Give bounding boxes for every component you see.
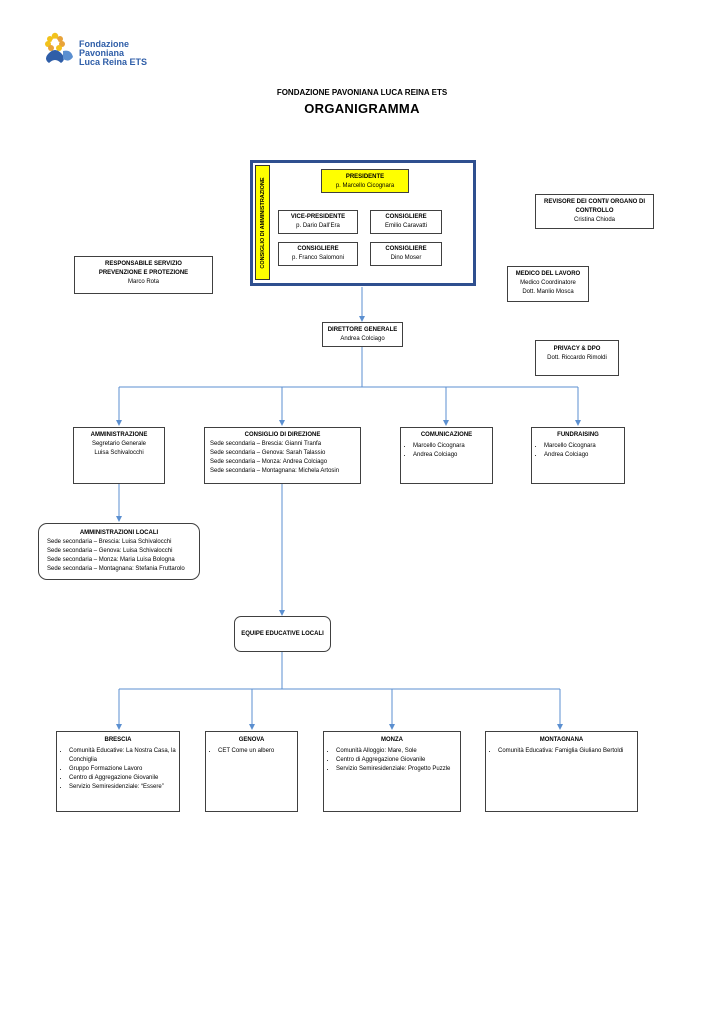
board-of-directors-frame: [250, 160, 476, 286]
amm-locali-box: AMMINISTRAZIONI LOCALI Sede secondaria –…: [38, 523, 200, 580]
comunicazione-title: COMUNICAZIONE: [420, 432, 473, 438]
amministrazione-line-1: Segretario Generale: [91, 441, 147, 447]
comunicazione-item: Marcello Cicognara: [413, 442, 492, 451]
revisore-name: Cristina Chioda: [573, 217, 616, 223]
amministrazione-line-2: Luisa Schivalocchi: [94, 450, 144, 456]
councillor-3-title: CONSIGLIERE: [385, 246, 427, 252]
fundraising-item: Andrea Colciago: [544, 451, 624, 460]
monza-item: Servizio Semiresidenziale: Progetto Puzz…: [336, 765, 460, 774]
vice-president-name: p. Dario Dall’Era: [296, 223, 340, 229]
consiglio-direzione-row: Sede secondaria – Monza: Andrea Colciago: [210, 459, 328, 465]
amm-locali-row: Sede secondaria – Monza: Maria Luisa Bol…: [47, 557, 175, 563]
privacy-box: PRIVACY & DPO Dott. Riccardo Rimoldi: [535, 340, 619, 376]
consiglio-direzione-box: CONSIGLIO DI DIREZIONE Sede secondaria –…: [204, 427, 361, 484]
monza-item: Comunità Alloggio: Mare, Sole: [336, 747, 460, 756]
councillor-2-title: CONSIGLIERE: [297, 246, 339, 252]
councillor-3-box: CONSIGLIERE Dino Moser: [370, 242, 442, 266]
medico-line-1: Medico Coordinatore: [520, 280, 576, 286]
genova-box: GENOVA CET Come un albero: [205, 731, 298, 812]
revisore-title-line-1: REVISORE DEI CONTI/ ORGANO DI: [543, 199, 645, 205]
montagnana-title: MONTAGNANA: [539, 737, 584, 743]
director-box: DIRETTORE GENERALE Andrea Colciago: [322, 322, 403, 347]
rspp-name: Marco Rota: [127, 279, 159, 285]
revisore-title-line-2: CONTROLLO: [575, 208, 614, 214]
consiglio-direzione-row: Sede secondaria – Genova: Sarah Talassio: [210, 450, 326, 456]
monza-item: Centro di Aggregazione Giovanile: [336, 756, 460, 765]
logo-flower-icon: [45, 32, 73, 63]
brescia-title: BRESCIA: [104, 737, 132, 743]
equipe-title: EQUIPE EDUCATIVE LOCALI: [241, 630, 324, 637]
amm-locali-title: AMMINISTRAZIONI LOCALI: [79, 530, 159, 536]
logo-line-3: Luca Reina ETS: [79, 57, 148, 67]
logo-line-2: Pavoniana: [79, 48, 125, 58]
comunicazione-item: Andrea Colciago: [413, 451, 492, 460]
revisore-box: REVISORE DEI CONTI/ ORGANO DI CONTROLLO …: [535, 194, 654, 229]
brescia-item: Gruppo Formazione Lavoro: [69, 765, 179, 774]
equipe-box: EQUIPE EDUCATIVE LOCALI: [234, 616, 331, 652]
comunicazione-box: COMUNICAZIONE Marcello Cicognara Andrea …: [400, 427, 493, 484]
president-name: p. Marcello Cicognara: [335, 183, 395, 189]
board-label: CONSIGLIO DI AMMINISTRAZIONE: [259, 176, 266, 269]
amm-locali-row: Sede secondaria – Brescia: Luisa Schival…: [47, 539, 172, 545]
page-title: ORGANIGRAMMA: [304, 101, 420, 116]
medico-title: MEDICO DEL LAVORO: [515, 271, 581, 277]
councillor-2-name: p. Franco Salomoni: [291, 255, 345, 261]
privacy-name: Dott. Riccardo Rimoldi: [547, 355, 607, 361]
fundraising-box: FUNDRAISING Marcello Cicognara Andrea Co…: [531, 427, 625, 484]
amm-locali-row: Sede secondaria – Montagnana: Stefania F…: [47, 566, 185, 572]
logo-line-1: Fondazione: [79, 39, 129, 49]
privacy-title: PRIVACY & DPO: [553, 346, 601, 352]
genova-title: GENOVA: [238, 737, 265, 743]
consiglio-direzione-row: Sede secondaria – Brescia: Gianni Tranfa: [210, 441, 322, 447]
monza-title: MONZA: [381, 737, 403, 743]
councillor-1-box: CONSIGLIERE Emilio Caravatti: [370, 210, 442, 234]
genova-item: CET Come un albero: [218, 747, 297, 756]
rspp-box: RESPONSABILE SERVIZIO PREVENZIONE E PROT…: [74, 256, 213, 294]
vice-president-title: VICE-PRESIDENTE: [290, 214, 346, 220]
rspp-title-line-2: PREVENZIONE E PROTEZIONE: [98, 270, 189, 276]
councillor-3-name: Dino Moser: [390, 255, 422, 261]
logo-wordmark: Fondazione Pavoniana Luca Reina ETS: [79, 40, 147, 67]
fundraising-item: Marcello Cicognara: [544, 442, 624, 451]
director-title: DIRETTORE GENERALE: [327, 327, 398, 333]
brescia-item: Comunità Educative: La Nostra Casa, la C…: [69, 747, 179, 765]
fundraising-title: FUNDRAISING: [557, 432, 599, 438]
councillor-1-title: CONSIGLIERE: [385, 214, 427, 220]
montagnana-box: MONTAGNANA Comunità Educativa: Famiglia …: [485, 731, 638, 812]
monza-box: MONZA Comunità Alloggio: Mare, Sole Cent…: [323, 731, 461, 812]
brescia-box: BRESCIA Comunità Educative: La Nostra Ca…: [56, 731, 180, 812]
montagnana-item: Comunità Educativa: Famiglia Giuliano Be…: [498, 747, 637, 756]
vice-president-box: VICE-PRESIDENTE p. Dario Dall’Era: [278, 210, 358, 234]
councillor-1-name: Emilio Caravatti: [384, 223, 427, 229]
director-name: Andrea Colciago: [340, 336, 385, 342]
brescia-item: Servizio Semiresidenziale: “Essere”: [69, 783, 179, 792]
amministrazione-title: AMMINISTRAZIONE: [90, 432, 148, 438]
organization-name: FONDAZIONE PAVONIANA LUCA REINA ETS: [276, 88, 448, 97]
president-title: PRESIDENTE: [345, 174, 385, 180]
brescia-item: Centro di Aggregazione Giovanile: [69, 774, 179, 783]
councillor-2-box: CONSIGLIERE p. Franco Salomoni: [278, 242, 358, 266]
president-box: PRESIDENTE p. Marcello Cicognara: [321, 169, 409, 193]
amministrazione-box: AMMINISTRAZIONE Segretario Generale Luis…: [73, 427, 165, 484]
rspp-title-line-1: RESPONSABILE SERVIZIO: [105, 261, 182, 267]
amm-locali-row: Sede secondaria – Genova: Luisa Schivalo…: [47, 548, 173, 554]
medico-box: MEDICO DEL LAVORO Medico Coordinatore Do…: [507, 266, 589, 302]
consiglio-direzione-row: Sede secondaria – Montagnana: Michela Ar…: [210, 468, 340, 474]
board-label-band: CONSIGLIO DI AMMINISTRAZIONE: [255, 165, 270, 280]
consiglio-direzione-title: CONSIGLIO DI DIREZIONE: [244, 432, 321, 438]
medico-line-2: Dott. Manlio Mosca: [522, 289, 574, 295]
